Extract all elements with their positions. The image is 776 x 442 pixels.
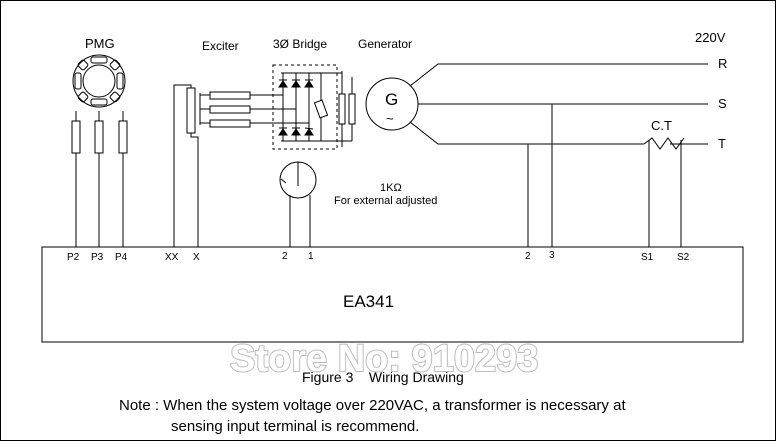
phase-lines — [409, 63, 708, 247]
terminal-s2: S2 — [677, 252, 690, 263]
terminal-xx: XX — [165, 252, 179, 263]
terminal-sense-3: 3 — [549, 250, 555, 261]
phase-r-label: R — [718, 56, 727, 71]
note-line-1: Note : When the system voltage over 220V… — [119, 397, 626, 414]
exciter-symbol — [173, 84, 251, 247]
figure-caption: Figure 3 Wiring Drawing — [302, 369, 464, 385]
ct-label: C.T — [651, 118, 672, 133]
pmg-symbol — [72, 54, 126, 108]
terminal-s1: S1 — [641, 252, 654, 263]
pot-value-label: 1KΩ — [380, 182, 402, 194]
terminal-sense-2: 2 — [525, 251, 531, 262]
terminal-p4: P4 — [115, 252, 128, 263]
regulator-model: EA341 — [343, 292, 394, 311]
note-line-2: sensing input terminal is recommend. — [171, 418, 419, 435]
phase-t-label: T — [718, 136, 726, 151]
regulator-box — [41, 246, 744, 343]
terminal-pot-1: 1 — [308, 251, 314, 262]
potentiometer-symbol — [279, 161, 317, 247]
voltage-label: 220V — [695, 30, 726, 45]
rotor-windings — [329, 71, 356, 147]
exciter-label: Exciter — [202, 39, 239, 53]
generator-g: G — [385, 90, 398, 109]
terminal-p2: P2 — [67, 252, 80, 263]
terminal-p3: P3 — [91, 252, 104, 263]
phase-s-label: S — [718, 96, 727, 111]
terminal-x: X — [193, 252, 200, 263]
bridge-label: 3Ø Bridge — [273, 37, 327, 51]
ct-symbol — [643, 137, 685, 247]
pmg-leads — [71, 111, 128, 247]
bridge-symbol — [250, 64, 338, 150]
store-watermark: Store No: 910293 — [230, 338, 538, 380]
generator-label: Generator — [358, 37, 412, 51]
pmg-label: PMG — [85, 36, 115, 51]
terminal-pot-2: 2 — [282, 251, 288, 262]
pot-note-label: For external adjusted — [334, 195, 437, 207]
generator-tilde: ~ — [386, 111, 394, 126]
bridge-diodes — [278, 79, 314, 136]
